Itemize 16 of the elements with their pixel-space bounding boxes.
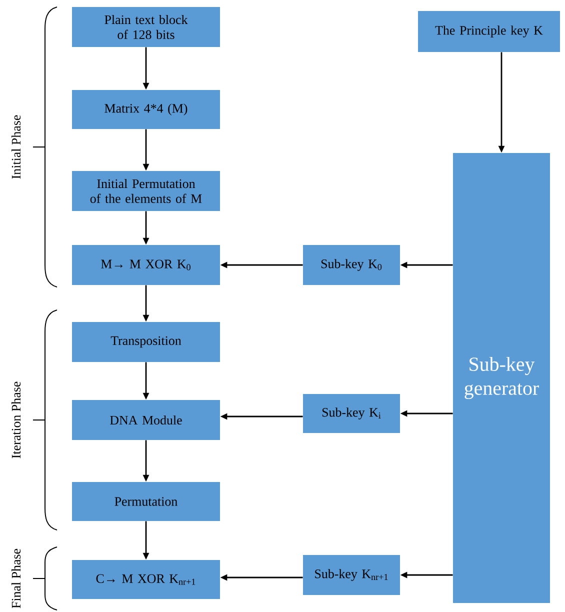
process-box: Matrix 4*4 (M) — [72, 90, 220, 129]
generator-box: Sub-key generator — [453, 153, 550, 603]
process-box: The Principle key K — [418, 11, 560, 52]
phase-label: Initial Phase — [11, 115, 21, 179]
process-box: Sub-key K$_{i}$ — [303, 394, 400, 433]
process-box: DNA Module — [72, 400, 220, 440]
process-box: Initial Permutation of the elements of M — [72, 171, 220, 211]
process-box: Permutation — [72, 482, 220, 521]
process-box: C→ M XOR K$_{nr+1}$ — [72, 560, 220, 599]
process-box: Transposition — [72, 322, 220, 362]
process-box: Sub-key K$_{0}$ — [303, 245, 400, 285]
phase-label: Final Phase — [11, 548, 21, 608]
phase-label: Iteration Phase — [11, 382, 21, 458]
process-box: Sub-key K$_{nr+1}$ — [303, 555, 400, 595]
process-box: M→ M XOR K$_{0}$ — [72, 245, 220, 285]
process-box: Plain text block of 128 bits — [72, 7, 220, 47]
